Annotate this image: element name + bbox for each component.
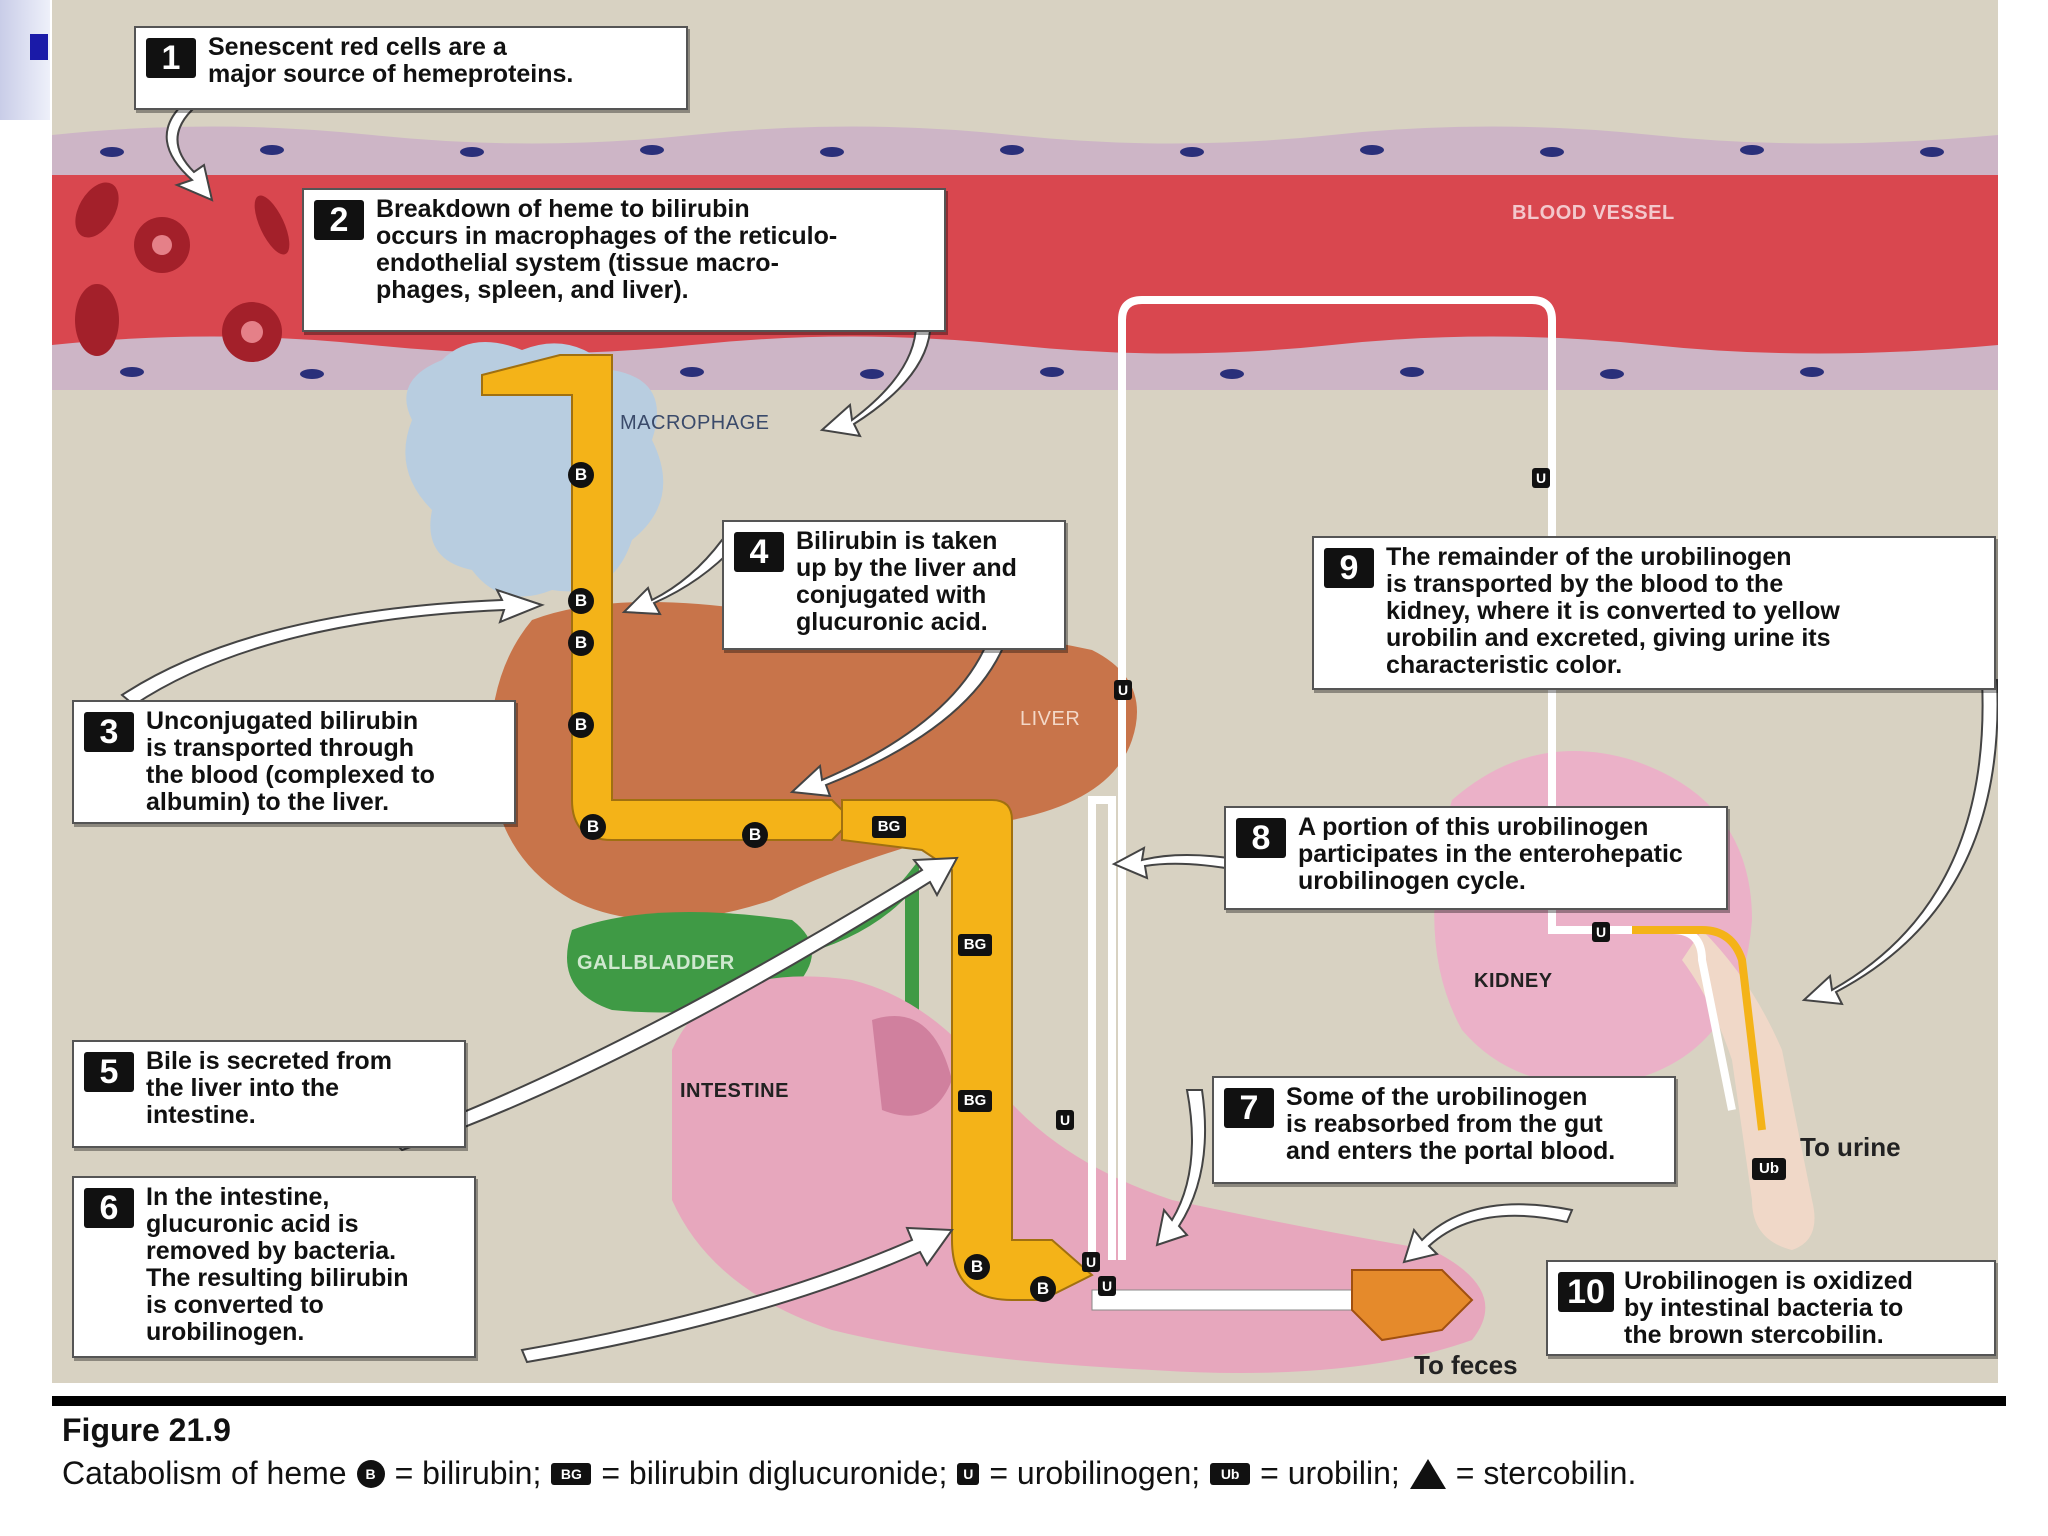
urobilinogen-tag: U <box>1098 1276 1116 1296</box>
callout-text: In the intestine, glucuronic acid is rem… <box>146 1183 409 1346</box>
callout-9: 9 The remainder of the urobilinogen is t… <box>1312 536 1996 690</box>
callout-3: 3 Unconjugated bilirubin is transported … <box>72 700 516 824</box>
liver-label: LIVER <box>1020 708 1081 730</box>
enterohepatic-urobilinogen-path <box>1088 796 1116 1270</box>
bilirubin-tag: B <box>964 1254 990 1280</box>
stercobilin-path <box>1351 1269 1474 1342</box>
callout-text: Bile is secreted from the liver into the… <box>146 1047 392 1129</box>
bilirubin-diglucuronide-legend-symbol: BG <box>551 1462 592 1485</box>
callout-number: 8 <box>1236 818 1286 858</box>
red-blood-cells <box>75 182 290 362</box>
fecal-urobilinogen-path <box>1091 1289 1353 1311</box>
callout-number: 5 <box>84 1052 134 1092</box>
callout-text: The remainder of the urobilinogen is tra… <box>1386 543 1840 679</box>
urobilin-path <box>1632 926 1766 1131</box>
bilirubin-tag: B <box>1030 1276 1056 1302</box>
stercobilin-legend-text: = stercobilin. <box>1455 1455 1637 1491</box>
kidney-organ <box>1434 751 1752 1085</box>
portal-urobilinogen-path <box>1118 296 1736 1260</box>
callout-text: Senescent red cells are a major source o… <box>208 33 574 88</box>
caption-lead: Catabolism of heme <box>62 1455 347 1491</box>
callout-1: 1 Senescent red cells are a major source… <box>134 26 688 110</box>
callout-number: 1 <box>146 38 196 78</box>
bilirubin-tag: B <box>568 712 594 738</box>
urobilinogen-tag: U <box>1082 1252 1100 1272</box>
callout-6: 6 In the intestine, glucuronic acid is r… <box>72 1176 476 1358</box>
bilirubin-tag: B <box>568 630 594 656</box>
blood-vessel-label: BLOOD VESSEL <box>1512 202 1675 224</box>
bilirubin-diglucuronide-legend-text: = bilirubin diglucuronide; <box>601 1455 948 1491</box>
bilirubin-legend-symbol: B <box>356 1459 385 1488</box>
figure-title: Figure 21.9 <box>62 1412 231 1448</box>
bilirubin-tag: B <box>568 462 594 488</box>
callout-4: 4 Bilirubin is taken up by the liver and… <box>722 520 1066 650</box>
callout-number: 3 <box>84 712 134 752</box>
urobilinogen-legend-symbol: U <box>957 1462 980 1485</box>
kidney-label: KIDNEY <box>1474 970 1553 992</box>
bilirubin-legend-text: = bilirubin; <box>394 1455 542 1491</box>
callout-text: Breakdown of heme to bilirubin occurs in… <box>376 195 838 304</box>
callout-2: 2 Breakdown of heme to bilirubin occurs … <box>302 188 946 332</box>
stercobilin-triangle-icon <box>1409 1458 1446 1489</box>
slide-accent-square <box>30 34 48 60</box>
intestine-label: INTESTINE <box>680 1080 789 1102</box>
to-feces-label: To feces <box>1414 1350 1518 1380</box>
urobilinogen-tag: U <box>1532 468 1550 488</box>
bilirubin-tag: B <box>568 588 594 614</box>
bilirubin-diglucuronide-tag: BG <box>958 1090 992 1112</box>
callout-7: 7 Some of the urobilinogen is reabsorbed… <box>1212 1076 1676 1184</box>
heme-catabolism-diagram: BLOOD VESSEL MACROPHAGE LIVER GALLBLADDE… <box>52 0 1998 1383</box>
callout-text: Urobilinogen is oxidized by intestinal b… <box>1624 1267 1913 1349</box>
bilirubin-diglucuronide-tag: BG <box>958 934 992 956</box>
diagram-artwork <box>52 103 1998 1374</box>
callout-text: Bilirubin is taken up by the liver and c… <box>796 527 1017 636</box>
intestine-organ <box>672 976 1486 1374</box>
urobilin-tag: Ub <box>1752 1158 1786 1180</box>
slide-accent-bar <box>0 0 50 120</box>
urobilin-legend-symbol: Ub <box>1210 1462 1251 1485</box>
callout-number: 9 <box>1324 548 1374 588</box>
bilirubin-diglucuronide-tag: BG <box>872 816 906 838</box>
bilirubin-tag: B <box>580 814 606 840</box>
callout-number: 7 <box>1224 1088 1274 1128</box>
to-urine-label: To urine <box>1800 1132 1901 1162</box>
urobilinogen-tag: U <box>1056 1110 1074 1130</box>
urobilin-legend-text: = urobilin; <box>1260 1455 1400 1491</box>
callout-10: 10 Urobilinogen is oxidized by intestina… <box>1546 1260 1996 1356</box>
callout-text: Unconjugated bilirubin is transported th… <box>146 707 435 816</box>
callout-text: Some of the urobilinogen is reabsorbed f… <box>1286 1083 1616 1165</box>
macrophage-label: MACROPHAGE <box>620 412 770 434</box>
urobilinogen-tag: U <box>1592 922 1610 942</box>
gallbladder-label: GALLBLADDER <box>577 952 735 974</box>
bilirubin-tag: B <box>742 822 768 848</box>
callout-number: 2 <box>314 200 364 240</box>
caption-divider <box>52 1396 2006 1406</box>
callout-text: A portion of this urobilinogen participa… <box>1298 813 1683 895</box>
callout-number: 4 <box>734 532 784 572</box>
urobilinogen-legend-text: = urobilinogen; <box>989 1455 1201 1491</box>
figure-caption: Catabolism of heme B = bilirubin; BG = b… <box>62 1455 1636 1492</box>
urobilinogen-tag: U <box>1114 680 1132 700</box>
callout-number: 6 <box>84 1188 134 1228</box>
intestine-fold <box>872 1016 952 1116</box>
callout-number: 10 <box>1558 1272 1614 1312</box>
conjugated-flow-path <box>841 799 1094 1301</box>
callout-8: 8 A portion of this urobilinogen partici… <box>1224 806 1728 910</box>
callout-5: 5 Bile is secreted from the liver into t… <box>72 1040 466 1148</box>
